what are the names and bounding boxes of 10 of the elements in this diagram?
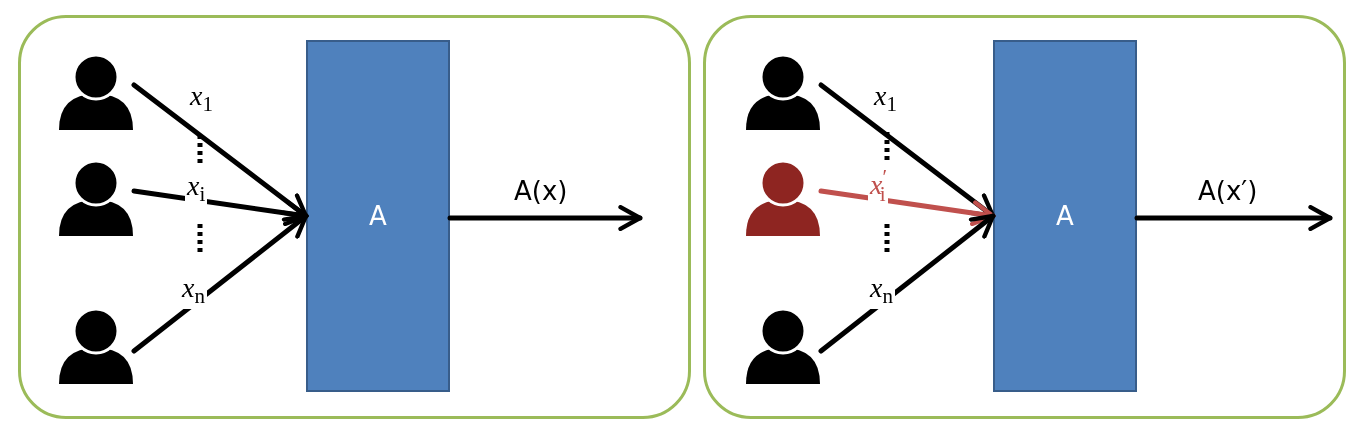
block-label: A: [369, 201, 387, 231]
group-panel: [18, 15, 691, 419]
group-panel: [703, 15, 1346, 419]
process-block: [306, 40, 450, 392]
arrow: [447, 205, 643, 231]
process-block: [993, 40, 1137, 392]
arrow: [818, 213, 996, 354]
arrow: [131, 213, 309, 354]
block-label: A: [1056, 201, 1074, 231]
arrow: [1134, 205, 1333, 231]
